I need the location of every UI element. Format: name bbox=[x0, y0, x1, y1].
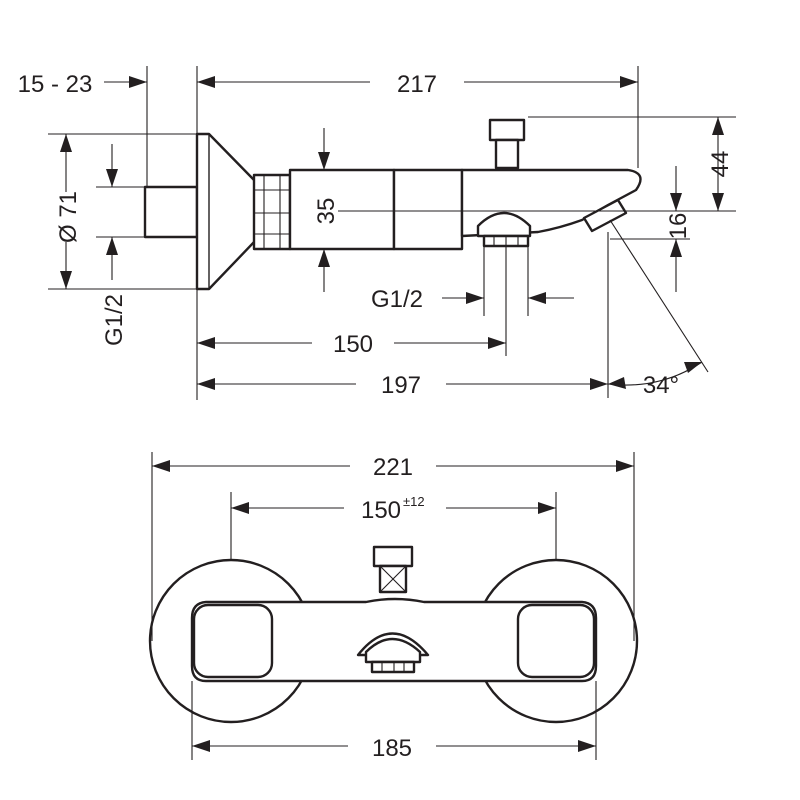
side-view: 15 - 23 217 44 35 Ø 71 G1/2 G1/2 16 150 … bbox=[18, 66, 736, 400]
diverter-stem bbox=[494, 138, 520, 170]
wall-rosette bbox=[195, 132, 258, 291]
label-diameter: Ø 71 bbox=[55, 191, 82, 243]
aerator bbox=[582, 198, 628, 233]
diverter-knob-top bbox=[372, 545, 414, 568]
label-thread-left: G1/2 bbox=[101, 294, 128, 346]
label-centers-tolerance: ±12 bbox=[403, 494, 425, 509]
label-total-depth: 217 bbox=[397, 71, 437, 98]
label-centers: 150 bbox=[361, 497, 401, 524]
label-height-top: 44 bbox=[707, 151, 734, 178]
label-spout-height: 35 bbox=[313, 198, 340, 225]
handle-right bbox=[516, 603, 596, 679]
label-angle: 34° bbox=[643, 372, 679, 399]
label-thread-right: G1/2 bbox=[371, 286, 423, 313]
diverter-outlet bbox=[476, 211, 532, 238]
diverter-knob bbox=[488, 118, 526, 142]
cartridge-housing bbox=[392, 168, 464, 251]
label-total-width: 221 bbox=[373, 454, 413, 481]
wall-connector bbox=[143, 185, 199, 239]
label-depth-150: 150 bbox=[333, 331, 373, 358]
label-wall-range: 15 - 23 bbox=[18, 71, 93, 98]
hex-nut bbox=[252, 173, 292, 251]
label-depth-197: 197 bbox=[381, 372, 421, 399]
mixer-body bbox=[288, 168, 396, 251]
label-body-width: 185 bbox=[372, 735, 412, 762]
top-view: 221 150 ±12 185 bbox=[148, 452, 639, 762]
label-offset-16: 16 bbox=[665, 213, 692, 240]
handle-left bbox=[192, 603, 274, 679]
